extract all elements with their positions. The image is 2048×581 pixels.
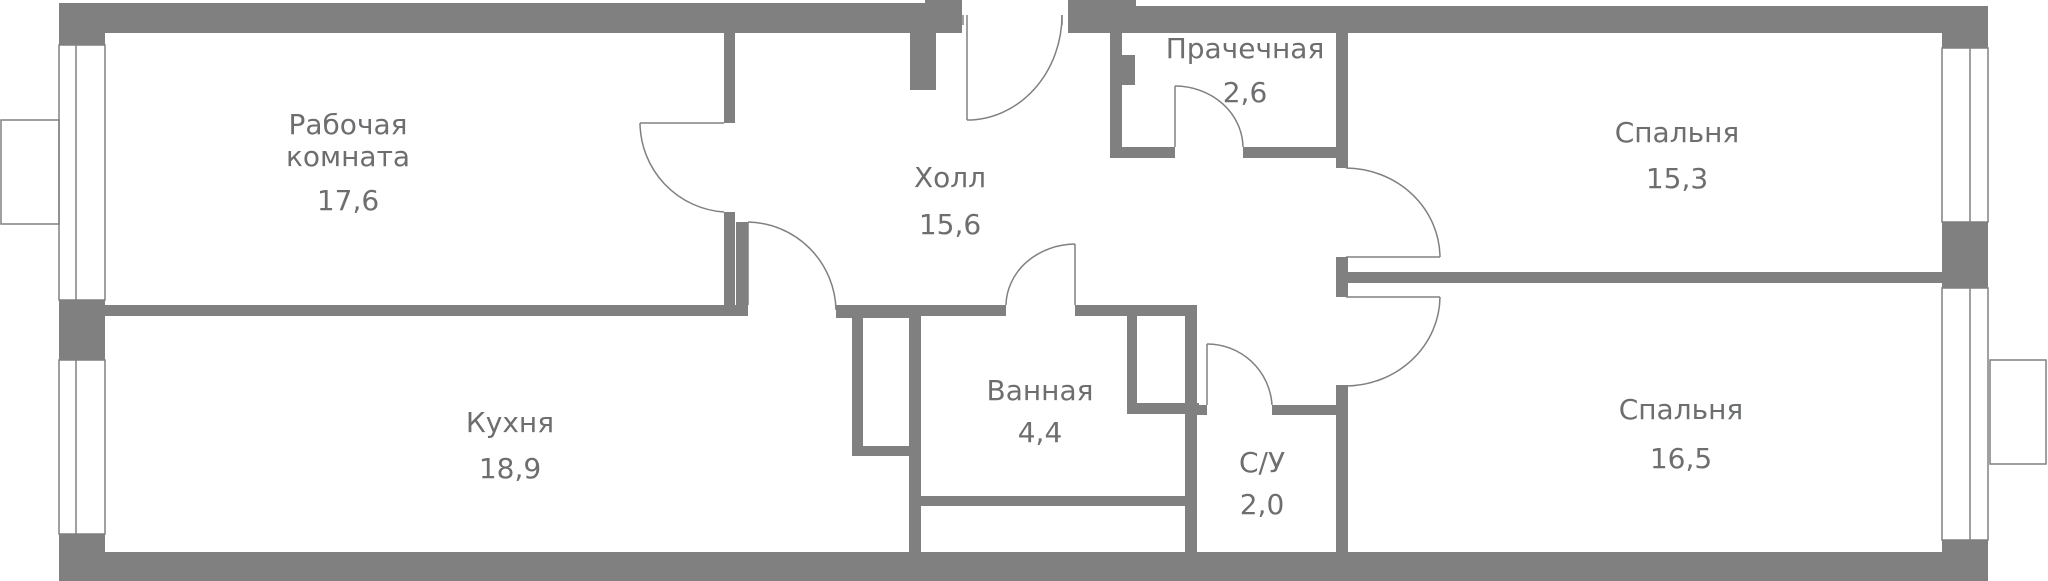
window-right-top <box>1941 47 1989 223</box>
room-su-area: 2,0 <box>1240 488 1285 521</box>
left-wall-top <box>59 3 105 45</box>
room-workroom-label-2: комната <box>286 140 410 173</box>
right-balcony <box>1989 359 2047 465</box>
door-bathroom <box>1005 243 1076 306</box>
wall-work-hall-upper <box>724 33 735 123</box>
window-right-bottom <box>1941 287 1989 541</box>
window-left-top <box>58 44 106 301</box>
wall-kitchen-bath <box>909 306 921 552</box>
entry-jamb-left <box>925 0 962 18</box>
interior-walls <box>105 25 1942 552</box>
door-bedroom-2 <box>1345 296 1441 387</box>
wall-kitchen-niche-left <box>852 306 863 456</box>
room-bedroom-2-label: Спальня <box>1619 393 1744 426</box>
entry-jamb-right <box>1068 0 1136 26</box>
door-entry <box>962 14 1063 121</box>
entry-column <box>910 25 936 90</box>
room-bedroom-1-label: Спальня <box>1615 116 1740 149</box>
wall-bath-top-left <box>836 305 1006 316</box>
door-su <box>1206 343 1273 406</box>
wall-bath-right <box>1185 305 1197 552</box>
room-kitchen-area: 18,9 <box>479 452 541 485</box>
room-workroom-label: Рабочая <box>289 108 408 141</box>
wall-bath-niche-bottom <box>1127 403 1199 414</box>
left-wall-bottom <box>59 534 105 581</box>
room-kitchen-label: Кухня <box>466 406 554 439</box>
wall-kitchen-hall <box>736 222 748 316</box>
right-wall-top <box>1942 6 1988 48</box>
wall-laundry-right <box>1336 33 1348 168</box>
wall-laundry-jamb <box>1120 55 1135 85</box>
room-labels: Рабочая комната 17,6 Кухня 18,9 Холл 15,… <box>286 32 1743 521</box>
room-bathroom-area: 4,4 <box>1018 416 1063 449</box>
wall-laundry-bottom-left <box>1110 147 1175 158</box>
bottom-wall <box>59 552 1988 581</box>
room-hall-area: 15,6 <box>919 208 981 241</box>
room-laundry-area: 2,6 <box>1223 76 1268 109</box>
wall-su-top <box>1185 405 1207 415</box>
door-laundry <box>1174 85 1244 148</box>
windows <box>58 44 1989 541</box>
right-wall-mid <box>1942 222 1988 288</box>
room-bathroom-label: Ванная <box>987 374 1094 407</box>
wall-work-hall-lower <box>724 212 735 305</box>
wall-bath-niche-left <box>1127 316 1137 405</box>
doors <box>639 14 1441 406</box>
exterior-walls <box>59 0 1988 581</box>
wall-laundry-left <box>1110 26 1122 158</box>
door-kitchen <box>747 221 837 311</box>
wall-su-right <box>1336 385 1348 552</box>
room-hall-label: Холл <box>914 161 986 194</box>
right-wall-bottom <box>1942 540 1988 581</box>
wall-bedrooms-stub <box>1336 257 1348 297</box>
door-workroom <box>639 122 725 213</box>
window-left-bottom <box>58 359 106 535</box>
room-su-label: С/У <box>1239 446 1285 479</box>
wall-bath-bottom <box>909 496 1197 506</box>
room-bedroom-2-area: 16,5 <box>1650 442 1712 475</box>
top-wall-left <box>59 3 962 33</box>
wall-laundry-bottom-right <box>1243 147 1337 158</box>
wall-bedrooms-divider <box>1346 272 1942 283</box>
top-wall-right <box>1068 6 1988 33</box>
left-wall-mid <box>59 300 105 360</box>
door-bedroom-1 <box>1345 167 1441 258</box>
room-laundry-label: Прачечная <box>1166 32 1325 65</box>
wall-work-kitchen <box>105 305 748 316</box>
wall-bath-top-right <box>1075 305 1195 316</box>
left-balcony <box>0 119 60 225</box>
wall-kitchen-niche-bottom <box>852 446 921 456</box>
room-workroom-area: 17,6 <box>317 184 379 217</box>
wall-su-top-right <box>1272 405 1346 415</box>
room-bedroom-1-area: 15,3 <box>1646 162 1708 195</box>
